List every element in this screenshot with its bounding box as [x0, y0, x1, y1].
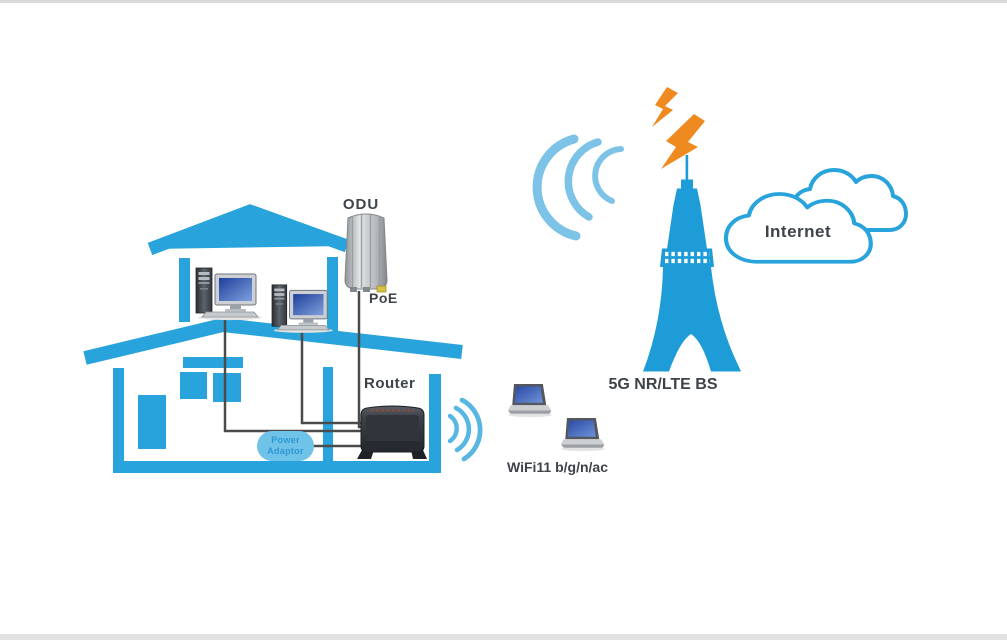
middle-wall — [323, 367, 333, 463]
odu-antenna-icon — [344, 213, 388, 293]
signal-waves-icon — [532, 134, 624, 241]
power-adaptor-line2: Adaptor — [267, 446, 304, 456]
lower-left-wall — [113, 368, 124, 472]
poe-label: PoE — [369, 290, 398, 306]
ethernet-cable-pc1 — [223, 316, 362, 433]
page-bottom-border — [0, 634, 1007, 640]
poe-cable — [357, 291, 363, 429]
wifi-waves-icon — [447, 397, 483, 462]
desktop-computer-1 — [195, 267, 263, 321]
upper-left-wall — [179, 258, 190, 322]
internet-label: Internet — [764, 222, 832, 241]
upper-roof — [147, 204, 350, 256]
lower-right-wall — [429, 374, 441, 473]
laptop-1 — [508, 384, 553, 418]
upper-right-wall — [327, 257, 338, 343]
lightning-icon — [652, 87, 705, 169]
page-top-border — [0, 0, 1007, 3]
router-icon — [357, 405, 427, 459]
wifi-standard-label: WiFi11 b/g/n/ac — [507, 459, 609, 475]
laptop-2 — [561, 418, 606, 452]
power-adaptor-line1: Power — [271, 434, 300, 445]
window-right — [213, 373, 241, 402]
bs-tower-icon — [643, 155, 741, 372]
router-label: Router — [364, 375, 416, 392]
lower-roof — [83, 317, 463, 365]
window-left — [180, 372, 207, 399]
desktop-computer-2 — [271, 284, 334, 334]
ethernet-cable-pc2 — [300, 330, 362, 425]
base-station-label: 5G NR/LTE BS — [608, 376, 718, 393]
power-adaptor-badge: Power Adaptor — [257, 431, 314, 461]
door — [138, 395, 166, 449]
window-bar — [183, 357, 243, 368]
odu-label: ODU — [342, 196, 380, 213]
house-icon — [83, 204, 463, 473]
floor — [113, 461, 441, 473]
